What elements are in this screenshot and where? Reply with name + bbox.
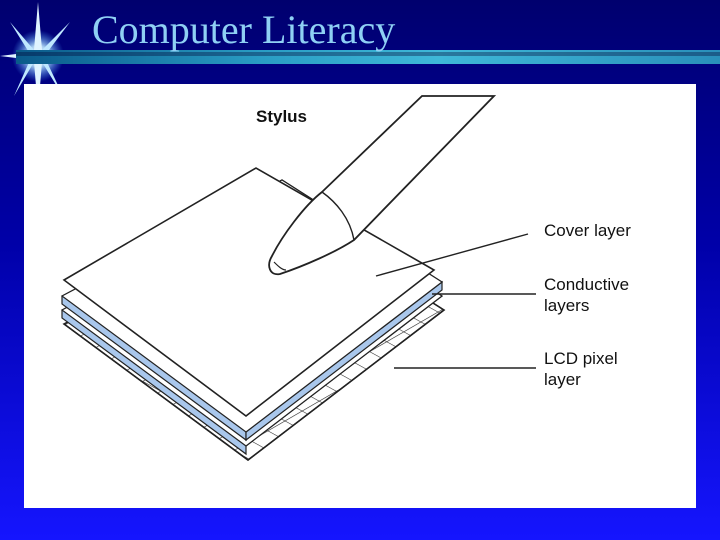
stylus-drawing (268, 95, 497, 276)
slide-title: Computer Literacy (92, 7, 396, 52)
label-lcd-pixel-layer: LCD pixel layer (544, 349, 618, 389)
label-conductive-layers: Conductive layers (544, 275, 630, 315)
label-cover-layer: Cover layer (544, 221, 631, 240)
label-stylus: Stylus (256, 107, 308, 126)
title-underline-shadow (16, 52, 720, 56)
diagram-panel: Stylus Cover layer Conductive layers LCD… (24, 84, 696, 508)
touchscreen-layer-diagram (60, 95, 536, 461)
title-underline-bar (16, 50, 720, 64)
leader-line-cover (375, 233, 529, 277)
